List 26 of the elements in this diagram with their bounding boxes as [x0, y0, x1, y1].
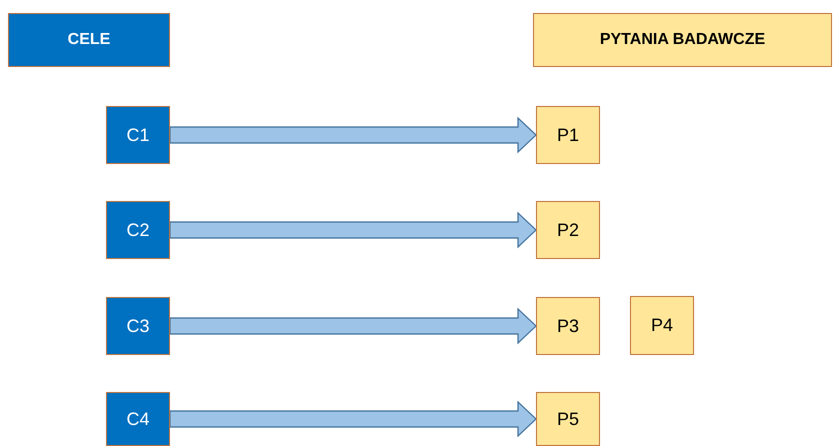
box-label: PYTANIA BADAWCZE — [600, 31, 766, 49]
block-arrow — [169, 400, 537, 438]
box-label: P1 — [556, 124, 580, 146]
item-box — [536, 297, 600, 355]
box-label: CELE — [68, 31, 110, 49]
block-arrow — [169, 308, 537, 344]
box-label: P4 — [650, 315, 674, 336]
item-box — [536, 201, 600, 259]
header-box — [8, 13, 170, 67]
item-box — [106, 392, 170, 446]
item-box — [536, 392, 600, 446]
box-label: C1 — [126, 124, 150, 146]
item-box — [106, 297, 170, 355]
box-label: C2 — [126, 220, 150, 240]
item-box — [106, 201, 170, 259]
box-label: C4 — [126, 408, 150, 430]
item-box — [536, 106, 600, 164]
header-box — [533, 13, 832, 67]
box-label: C3 — [126, 316, 150, 336]
box-label: P5 — [556, 408, 580, 430]
block-arrow — [169, 212, 537, 248]
box-label: P2 — [556, 220, 580, 240]
item-box — [106, 106, 170, 164]
block-arrow — [169, 116, 537, 154]
item-box — [630, 296, 694, 355]
box-label: P3 — [556, 316, 580, 336]
